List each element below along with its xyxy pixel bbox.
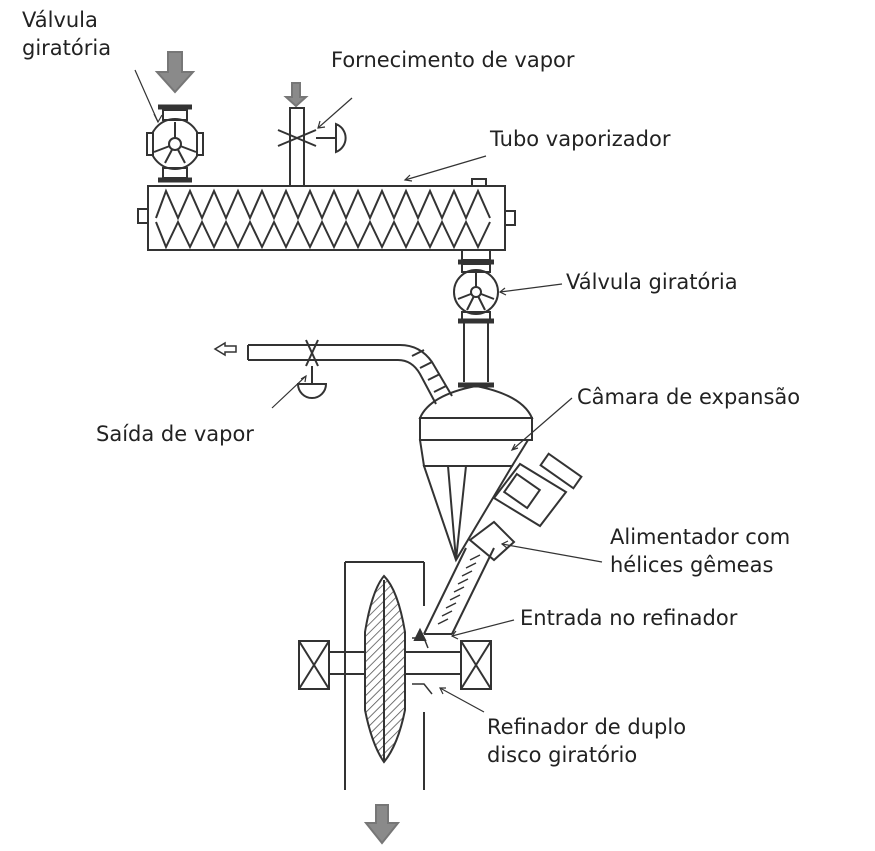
label-steam-outlet: Saída de vapor: [96, 422, 254, 446]
steam-outlet-pipe: [213, 339, 453, 405]
label-feeder-line1: Alimentador com: [610, 525, 791, 549]
leader-lines: [134, 69, 603, 713]
steaming-tube: [137, 178, 516, 251]
feed-inlet-arrow: [154, 51, 196, 94]
steam-supply-pipe: [277, 82, 347, 187]
double-disk-refiner: [298, 561, 492, 790]
label-middle-valve: Válvula giratória: [566, 270, 738, 294]
label-top-valve-line1: Válvula: [22, 8, 98, 32]
expansion-chamber: [418, 384, 534, 563]
label-expansion-chamber: Câmara de expansão: [577, 385, 801, 409]
middle-rotary-valve: [453, 249, 499, 388]
output-arrow: [363, 804, 401, 845]
twin-screw-feeder: [423, 452, 583, 635]
label-top-valve-line2: giratória: [22, 36, 112, 60]
label-steam-supply: Fornecimento de vapor: [331, 48, 575, 72]
label-feeder-line2: hélices gêmeas: [610, 553, 774, 577]
label-refiner-line2: disco giratório: [487, 743, 638, 767]
top-rotary-valve: [146, 104, 204, 183]
label-refiner-inlet: Entrada no refinador: [520, 606, 738, 630]
label-steaming-tube: Tubo vaporizador: [490, 127, 671, 151]
label-refiner-line1: Refinador de duplo: [487, 715, 687, 739]
